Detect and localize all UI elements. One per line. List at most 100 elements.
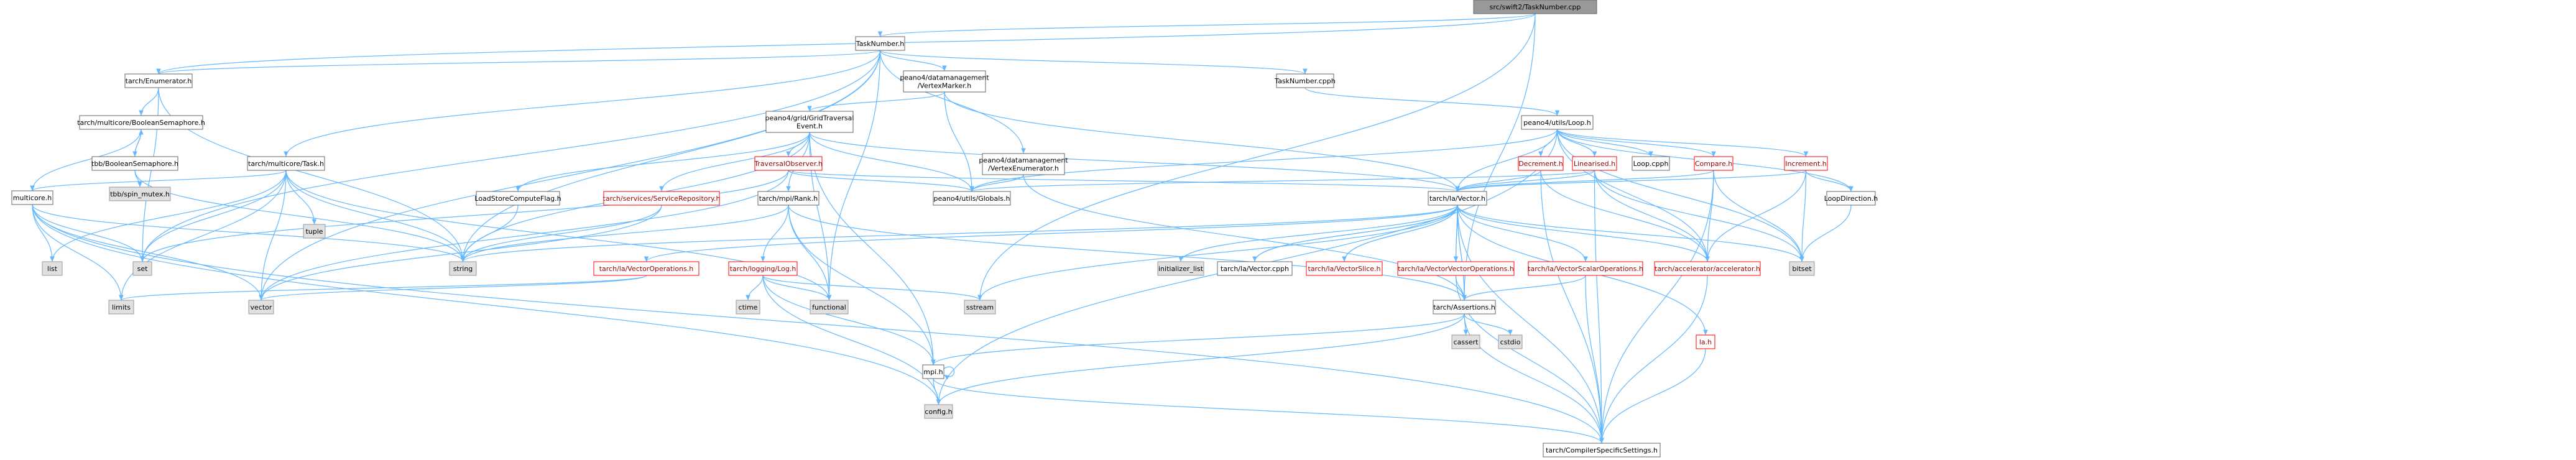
node-label: cstdio bbox=[1500, 338, 1521, 346]
node-vector[interactable]: vector bbox=[248, 300, 274, 315]
edge-la_vector-to-vsops bbox=[1457, 205, 1588, 262]
node-increment[interactable]: Increment.h bbox=[1784, 156, 1828, 171]
edge-mpi_rank-to-functional bbox=[788, 205, 832, 301]
node-cassert[interactable]: cassert bbox=[1451, 334, 1480, 349]
edge-increment-to-accelerator bbox=[1705, 170, 1807, 262]
edge-linearised-to-globals bbox=[969, 170, 1595, 192]
node-box bbox=[1528, 261, 1643, 276]
node-box bbox=[736, 300, 760, 315]
node-compare[interactable]: Compare.h bbox=[1694, 156, 1733, 171]
node-vvops[interactable]: tarch/la/VectorVectorOperations.h bbox=[1397, 261, 1515, 276]
node-tasknumber_h[interactable]: TaskNumber.h bbox=[855, 36, 905, 51]
node-label: tarch/mpi/Rank.h bbox=[759, 195, 818, 203]
edge-vecops-to-limits bbox=[119, 275, 647, 301]
node-ctime[interactable]: ctime bbox=[736, 300, 760, 315]
node-mpi_h[interactable]: mpi.h bbox=[922, 364, 944, 379]
node-la_h[interactable]: la.h bbox=[1696, 334, 1715, 349]
node-box bbox=[1789, 261, 1815, 276]
node-root[interactable]: src/swift2/TaskNumber.cpp bbox=[1473, 0, 1597, 14]
node-box bbox=[933, 191, 1011, 206]
node-label: TaskNumber.h bbox=[856, 40, 904, 48]
node-cstdio[interactable]: cstdio bbox=[1498, 334, 1523, 349]
edge-decrement-to-la_vector bbox=[1455, 170, 1541, 192]
node-enumerator[interactable]: tarch/Enumerator.h bbox=[124, 73, 193, 88]
edge-loopdirection-to-bitset bbox=[1799, 205, 1852, 262]
node-mc_task[interactable]: tarch/multicore/Task.h bbox=[247, 156, 325, 171]
node-traversalobs[interactable]: TraversalObserver.h bbox=[754, 156, 823, 171]
node-la_vector[interactable]: tarch/la/Vector.h bbox=[1428, 191, 1487, 206]
edge-enumerator-to-boolsem_mc bbox=[139, 87, 159, 116]
node-tasknumber_cpph[interactable]: TaskNumber.cpph bbox=[1274, 73, 1336, 88]
node-label: peano4/utils/Globals.h bbox=[933, 195, 1010, 203]
node-box bbox=[757, 191, 819, 206]
node-vecops[interactable]: tarch/la/VectorOperations.h bbox=[593, 261, 699, 276]
node-limits[interactable]: limits bbox=[108, 300, 134, 315]
node-loop_cpph[interactable]: Loop.cpph bbox=[1632, 156, 1670, 171]
node-config[interactable]: config.h bbox=[924, 404, 953, 419]
node-label: vector bbox=[251, 303, 272, 311]
edge-tasknumber_h-to-string bbox=[460, 50, 881, 262]
edge-loop_h-to-accelerator bbox=[1556, 129, 1710, 262]
node-functional[interactable]: functional bbox=[810, 300, 849, 315]
node-decrement[interactable]: Decrement.h bbox=[1518, 156, 1564, 171]
edge-log_h-to-sstream bbox=[762, 275, 982, 301]
edge-mpi_h-to-mpi_h bbox=[943, 366, 955, 380]
node-vertexenum[interactable]: peano4/datamanagement/VertexEnumerator.h bbox=[979, 153, 1068, 175]
node-tuple[interactable]: tuple bbox=[303, 224, 326, 239]
edge-boolsem_mc-to-multicore bbox=[30, 129, 142, 191]
node-vectorslice[interactable]: tarch/la/VectorSlice.h bbox=[1306, 261, 1383, 276]
node-vsops[interactable]: tarch/la/VectorScalarOperations.h bbox=[1528, 261, 1643, 276]
node-log_h[interactable]: tarch/logging/Log.h bbox=[728, 261, 798, 276]
node-initlist[interactable]: initializer_list bbox=[1157, 261, 1204, 276]
node-loop_h[interactable]: peano4/utils/Loop.h bbox=[1521, 115, 1594, 130]
node-bitset[interactable]: bitset bbox=[1789, 261, 1815, 276]
node-label: TaskNumber.cpph bbox=[1274, 77, 1335, 85]
edge-gridtraversal-to-la_vector bbox=[809, 132, 1460, 192]
node-set[interactable]: set bbox=[132, 261, 152, 276]
node-multicore[interactable]: multicore.h bbox=[11, 190, 53, 205]
node-list[interactable]: list bbox=[42, 261, 63, 276]
edge-increment-to-bitset bbox=[1799, 170, 1807, 262]
node-loopdirection[interactable]: LoopDirection.h bbox=[1824, 191, 1878, 206]
node-label: tarch/CompilerSpecificSettings.h bbox=[1546, 446, 1658, 454]
node-linearised[interactable]: Linearised.h bbox=[1572, 156, 1617, 171]
edge-vertexenum-to-globals bbox=[969, 174, 1024, 192]
edge-tasknumber_h-to-vertexmarker bbox=[879, 50, 947, 71]
node-box bbox=[1473, 0, 1597, 14]
node-tbb_boolsem[interactable]: tbb/BooleanSemaphore.h bbox=[91, 156, 178, 171]
node-loadstore[interactable]: LoadStoreComputeFlag.h bbox=[474, 191, 561, 206]
node-vector_cpph[interactable]: tarch/la/Vector.cpph bbox=[1217, 261, 1293, 276]
edge-decrement-to-compilerspec bbox=[1540, 170, 1604, 444]
node-compilerspec[interactable]: tarch/CompilerSpecificSettings.h bbox=[1543, 443, 1661, 458]
node-label: TraversalObserver.h bbox=[754, 160, 823, 168]
node-accelerator[interactable]: tarch/accelerator/accelerator.h bbox=[1654, 261, 1761, 276]
node-box bbox=[248, 300, 274, 315]
node-servicerepo[interactable]: tarch/services/ServiceRepository.h bbox=[603, 191, 721, 206]
node-box bbox=[593, 261, 699, 276]
edge-la_vector-to-accelerator bbox=[1457, 205, 1710, 262]
node-globals[interactable]: peano4/utils/Globals.h bbox=[933, 191, 1011, 206]
node-sstream[interactable]: sstream bbox=[964, 300, 996, 315]
node-mpi_rank[interactable]: tarch/mpi/Rank.h bbox=[757, 191, 819, 206]
edge-vertexmarker-to-gridtraversal bbox=[807, 91, 945, 112]
node-tbb_spin[interactable]: tbb/spin_mutex.h bbox=[109, 186, 171, 201]
node-assertions[interactable]: tarch/Assertions.h bbox=[1433, 300, 1496, 315]
node-label: peano4/datamanagement bbox=[900, 74, 989, 82]
edge-mpi_rank-to-log_h bbox=[760, 205, 789, 262]
node-label: Linearised.h bbox=[1574, 160, 1615, 168]
node-label: bitset bbox=[1792, 265, 1812, 273]
node-label: peano4/utils/Loop.h bbox=[1523, 119, 1591, 127]
node-label: limits bbox=[112, 303, 131, 311]
node-label: peano4/datamanagement bbox=[979, 157, 1068, 165]
node-box bbox=[1306, 261, 1383, 276]
edge-tasknumber_h-to-set bbox=[140, 50, 881, 262]
edge-assertions-to-la_vector bbox=[1455, 205, 1465, 301]
edge-vertexmarker-to-globals bbox=[944, 91, 974, 192]
node-boolsem_mc[interactable]: tarch/multicore/BooleanSemaphore.h bbox=[77, 115, 205, 130]
node-vertexmarker[interactable]: peano4/datamanagement/VertexMarker.h bbox=[900, 70, 989, 93]
node-label: Compare.h bbox=[1695, 160, 1732, 168]
node-box bbox=[1451, 334, 1480, 349]
edge-compare-to-la_vector bbox=[1455, 170, 1714, 192]
node-string[interactable]: string bbox=[449, 261, 477, 276]
